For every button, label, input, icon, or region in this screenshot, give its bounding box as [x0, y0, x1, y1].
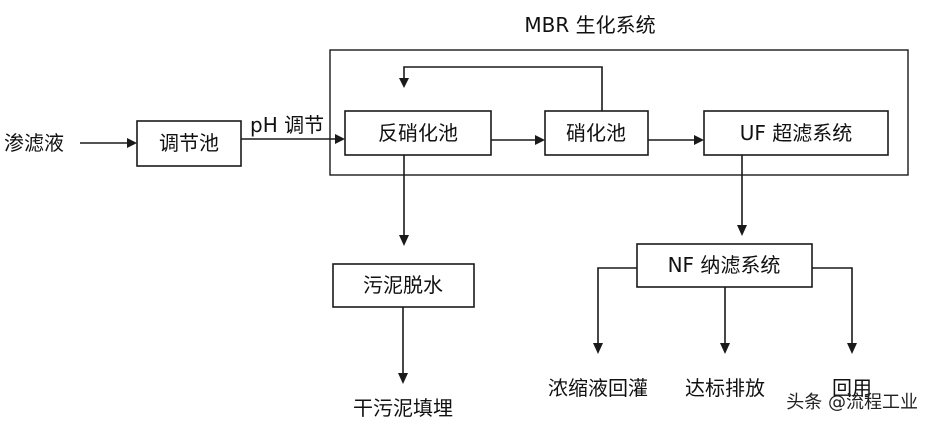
dry-sludge-landfill-label: 干污泥填埋 [353, 396, 453, 420]
arrowhead-dewatering-to-landfill [398, 373, 408, 384]
arrowhead-nitrification-recycle [399, 78, 409, 88]
nf-system-label: NF 纳滤系统 [668, 253, 781, 277]
mbr-group-frame [329, 49, 909, 176]
arrowhead-nf-to-reinjection [593, 343, 603, 354]
arrowhead-denitrification-to-nitrification [535, 135, 545, 145]
arrowhead-nf-to-discharge [720, 343, 730, 354]
concentrate-reinjection-label: 浓缩液回灌 [548, 376, 648, 400]
reuse-label: 回用 [832, 376, 872, 400]
denitrification-tank-label: 反硝化池 [378, 121, 458, 145]
sludge-dewatering-label: 污泥脱水 [363, 273, 443, 297]
arrowhead-source-to-regulating [127, 138, 137, 148]
arrowhead-regulating-to-denitrification [335, 134, 345, 144]
denitrification-tank-box [344, 110, 492, 156]
arrowhead-denitrification-to-dewatering [399, 235, 409, 246]
mbr-group-title: MBR 生化系统 [524, 13, 655, 37]
watermark-text: 头条 @流程工业 [786, 392, 918, 413]
uf-system-box [703, 110, 889, 156]
edge-nitrification-recycle [403, 66, 603, 111]
regulating-tank-label: 调节池 [159, 131, 219, 155]
regulating-tank-box [136, 120, 242, 167]
uf-system-label: UF 超滤系统 [740, 121, 853, 145]
edge-nf-to-reinjection [597, 267, 637, 344]
nitrification-tank-label: 硝化池 [566, 121, 626, 145]
arrowhead-uf-to-nf [737, 225, 747, 236]
arrowhead-nf-to-reuse [847, 343, 857, 354]
ph-adjust-label: pH 调节 [250, 113, 324, 137]
nf-system-box [636, 243, 813, 288]
edge-nf-to-reuse [812, 267, 853, 344]
nitrification-tank-box [544, 110, 649, 156]
discharge-label: 达标排放 [685, 376, 765, 400]
arrowhead-nitrification-to-uf [694, 135, 704, 145]
source-leachate: 渗滤液 [4, 131, 64, 155]
